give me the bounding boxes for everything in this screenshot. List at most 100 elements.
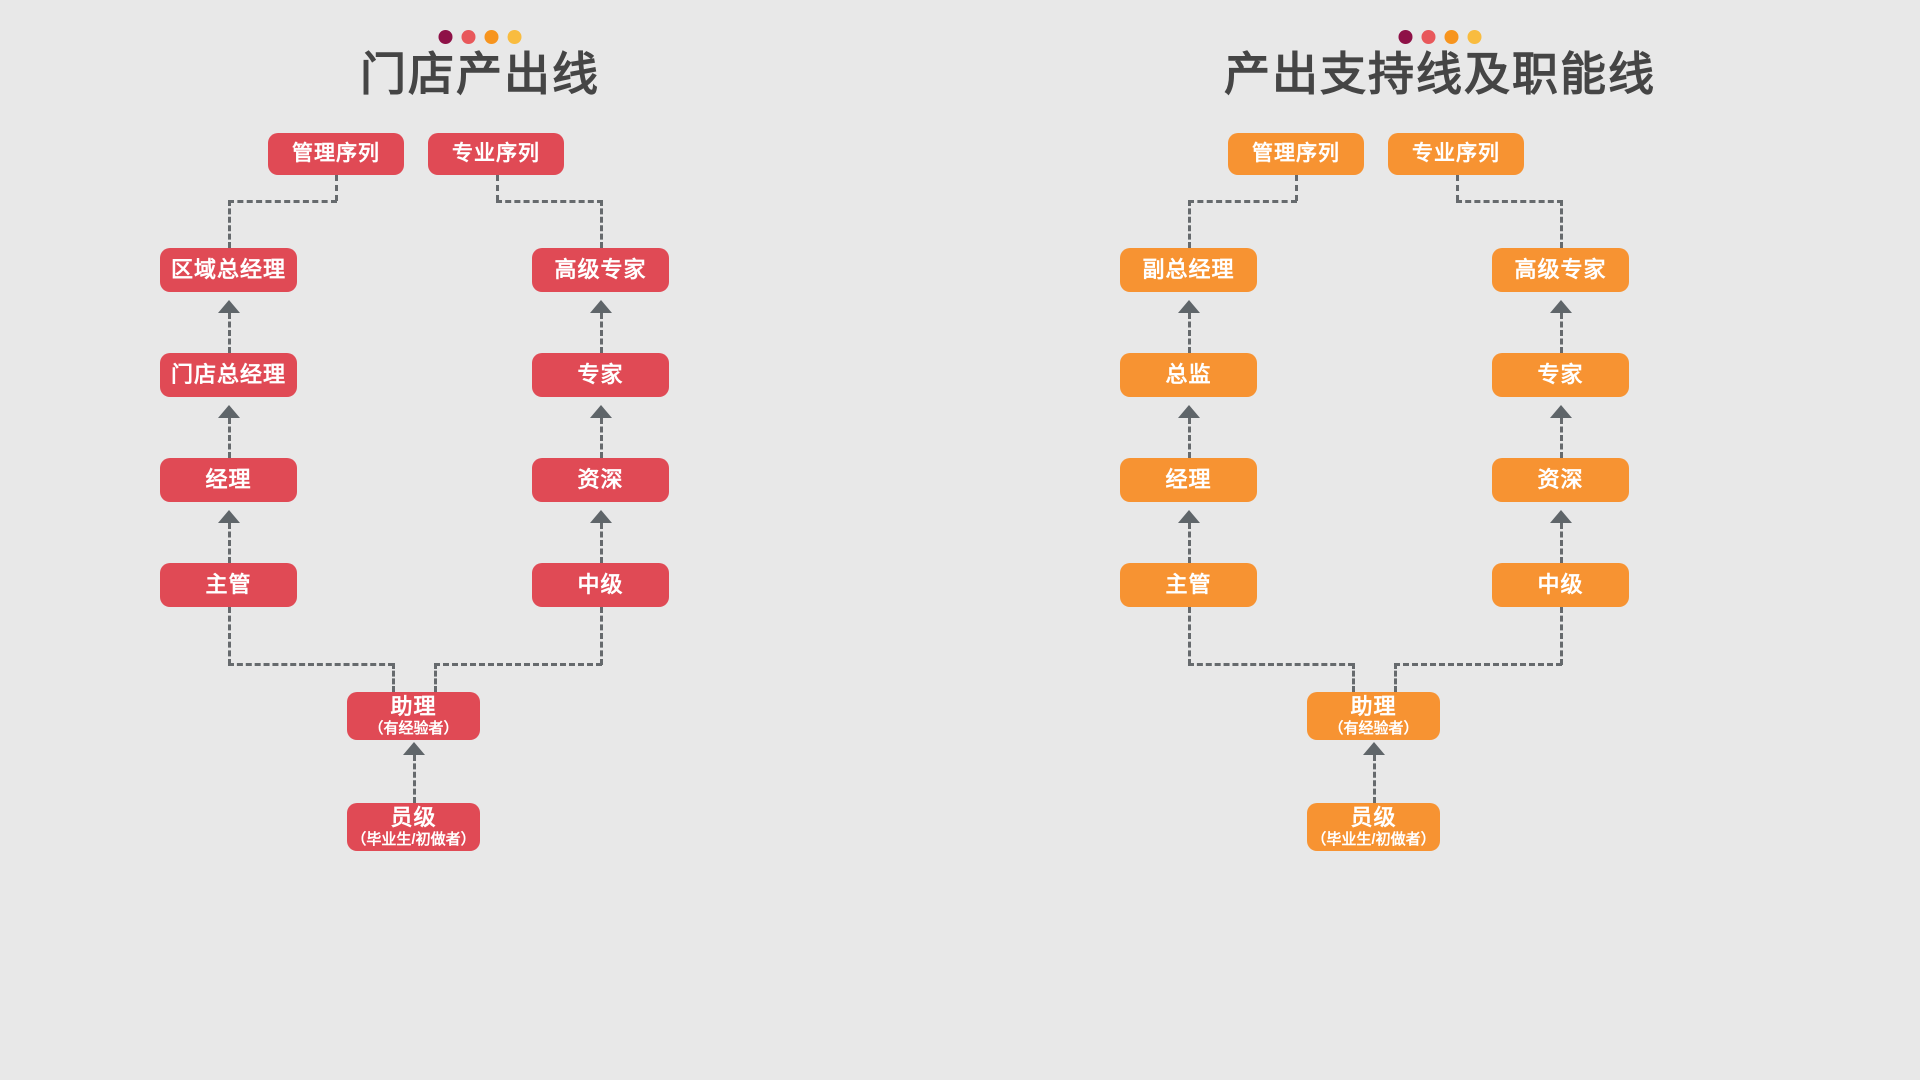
node-management-0-left[interactable]: 区域总经理 — [160, 248, 297, 292]
node-management-2-left-label: 经理 — [205, 466, 252, 492]
connector-mgmt-1-0-right — [1188, 313, 1191, 353]
arrow-prof-1-0-right — [1550, 300, 1572, 313]
connector-entry-assistant-right — [1373, 755, 1376, 803]
dot-coral-icon — [461, 30, 476, 44]
sequence-header-management-left[interactable]: 管理序列 — [268, 133, 404, 175]
connector-assistant-riser-prof-left — [600, 607, 603, 665]
sequence-header-management-right-label: 管理序列 — [1252, 142, 1340, 166]
connector-seq-prof-drop-left — [600, 200, 603, 248]
connector-seq-mgmt-horiz-left — [228, 200, 337, 203]
sequence-header-professional-right[interactable]: 专业序列 — [1388, 133, 1524, 175]
connector-assistant-horiz-prof-right — [1394, 663, 1562, 666]
node-management-3-left[interactable]: 主管 — [160, 563, 297, 607]
connector-seq-mgmt-stub-left — [335, 175, 338, 201]
node-base-entry-left[interactable]: 员级 （毕业生/初做者） — [347, 803, 480, 851]
arrow-prof-2-1-left — [590, 405, 612, 418]
connector-seq-prof-drop-right — [1560, 200, 1563, 248]
node-professional-2-right-label: 资深 — [1537, 466, 1584, 492]
connector-prof-2-1-right — [1560, 418, 1563, 458]
panel-title-left: 门店产出线 — [360, 48, 600, 100]
panel-support-function-line: 产出支持线及职能线 管理序列 专业序列 副总经理 总监 经理 主管 高级专家 专… — [960, 0, 1920, 1080]
node-management-3-right[interactable]: 主管 — [1120, 563, 1257, 607]
arrow-mgmt-1-0-right — [1178, 300, 1200, 313]
node-professional-1-left[interactable]: 专家 — [532, 353, 669, 397]
node-management-3-right-label: 主管 — [1165, 571, 1212, 597]
sequence-header-professional-right-label: 专业序列 — [1412, 142, 1500, 166]
connector-seq-prof-stub-left — [496, 175, 499, 201]
connector-assistant-horiz-mgmt-left — [228, 663, 394, 666]
arrow-mgmt-1-0-left — [218, 300, 240, 313]
arrow-mgmt-3-2-left — [218, 510, 240, 523]
connector-mgmt-3-2-left — [228, 523, 231, 563]
connector-assistant-riser-prof-right — [1560, 607, 1563, 665]
arrow-mgmt-2-1-right — [1178, 405, 1200, 418]
node-professional-2-left[interactable]: 资深 — [532, 458, 669, 502]
dot-maroon-icon — [1398, 30, 1413, 44]
panel-title-right: 产出支持线及职能线 — [1224, 48, 1656, 100]
connector-assistant-up-mgmt-right — [1352, 663, 1355, 692]
arrow-prof-3-2-right — [1550, 510, 1572, 523]
node-base-assistant-left-sublabel: （有经验者） — [368, 719, 459, 737]
node-professional-3-right[interactable]: 中级 — [1492, 563, 1629, 607]
node-management-1-right[interactable]: 总监 — [1120, 353, 1257, 397]
connector-assistant-riser-mgmt-left — [228, 607, 231, 665]
node-base-entry-right-sublabel: （毕业生/初做者） — [1311, 830, 1436, 848]
node-professional-2-right[interactable]: 资深 — [1492, 458, 1629, 502]
connector-seq-prof-horiz-left — [496, 200, 603, 203]
dot-amber-icon — [507, 30, 522, 44]
sequence-header-professional-left-label: 专业序列 — [452, 142, 540, 166]
node-management-1-left-label: 门店总经理 — [170, 361, 286, 387]
connector-prof-3-2-right — [1560, 523, 1563, 563]
node-professional-1-left-label: 专家 — [577, 361, 624, 387]
node-professional-0-left[interactable]: 高级专家 — [532, 248, 669, 292]
arrow-mgmt-3-2-right — [1178, 510, 1200, 523]
arrow-prof-2-1-right — [1550, 405, 1572, 418]
dot-orange-icon — [1444, 30, 1459, 44]
connector-mgmt-2-1-left — [228, 418, 231, 458]
node-professional-3-left-label: 中级 — [577, 571, 624, 597]
connector-seq-mgmt-stub-right — [1295, 175, 1298, 201]
node-management-0-right-label: 副总经理 — [1142, 256, 1235, 282]
node-professional-1-right[interactable]: 专家 — [1492, 353, 1629, 397]
arrow-prof-3-2-left — [590, 510, 612, 523]
connector-mgmt-2-1-right — [1188, 418, 1191, 458]
node-base-assistant-left-label: 助理 — [390, 693, 437, 719]
connector-seq-mgmt-drop-left — [228, 200, 231, 248]
title-dots-right — [1398, 30, 1482, 44]
node-base-assistant-right-sublabel: （有经验者） — [1328, 719, 1419, 737]
node-management-2-right[interactable]: 经理 — [1120, 458, 1257, 502]
node-professional-3-left[interactable]: 中级 — [532, 563, 669, 607]
node-base-assistant-right[interactable]: 助理 （有经验者） — [1307, 692, 1440, 740]
arrow-prof-1-0-left — [590, 300, 612, 313]
node-professional-0-left-label: 高级专家 — [554, 256, 647, 282]
dot-orange-icon — [484, 30, 499, 44]
sequence-header-management-right[interactable]: 管理序列 — [1228, 133, 1364, 175]
connector-prof-1-0-right — [1560, 313, 1563, 353]
node-base-entry-right[interactable]: 员级 （毕业生/初做者） — [1307, 803, 1440, 851]
connector-seq-prof-stub-right — [1456, 175, 1459, 201]
dot-coral-icon — [1421, 30, 1436, 44]
connector-seq-mgmt-drop-right — [1188, 200, 1191, 248]
node-management-1-left[interactable]: 门店总经理 — [160, 353, 297, 397]
arrow-entry-assistant-right — [1363, 742, 1385, 755]
sequence-header-professional-left[interactable]: 专业序列 — [428, 133, 564, 175]
connector-assistant-up-mgmt-left — [392, 663, 395, 692]
node-professional-0-right[interactable]: 高级专家 — [1492, 248, 1629, 292]
connector-seq-mgmt-horiz-right — [1188, 200, 1297, 203]
node-base-entry-left-label: 员级 — [390, 804, 437, 830]
node-base-assistant-left[interactable]: 助理 （有经验者） — [347, 692, 480, 740]
connector-assistant-horiz-prof-left — [434, 663, 602, 666]
node-management-1-right-label: 总监 — [1165, 361, 1212, 387]
connector-mgmt-3-2-right — [1188, 523, 1191, 563]
node-management-0-right[interactable]: 副总经理 — [1120, 248, 1257, 292]
node-professional-2-left-label: 资深 — [577, 466, 624, 492]
node-professional-0-right-label: 高级专家 — [1514, 256, 1607, 282]
arrow-mgmt-2-1-left — [218, 405, 240, 418]
connector-assistant-up-prof-right — [1394, 663, 1397, 692]
connector-prof-3-2-left — [600, 523, 603, 563]
connector-assistant-riser-mgmt-right — [1188, 607, 1191, 665]
node-management-2-left[interactable]: 经理 — [160, 458, 297, 502]
title-dots-left — [438, 30, 522, 44]
node-base-entry-right-label: 员级 — [1350, 804, 1397, 830]
connector-entry-assistant-left — [413, 755, 416, 803]
